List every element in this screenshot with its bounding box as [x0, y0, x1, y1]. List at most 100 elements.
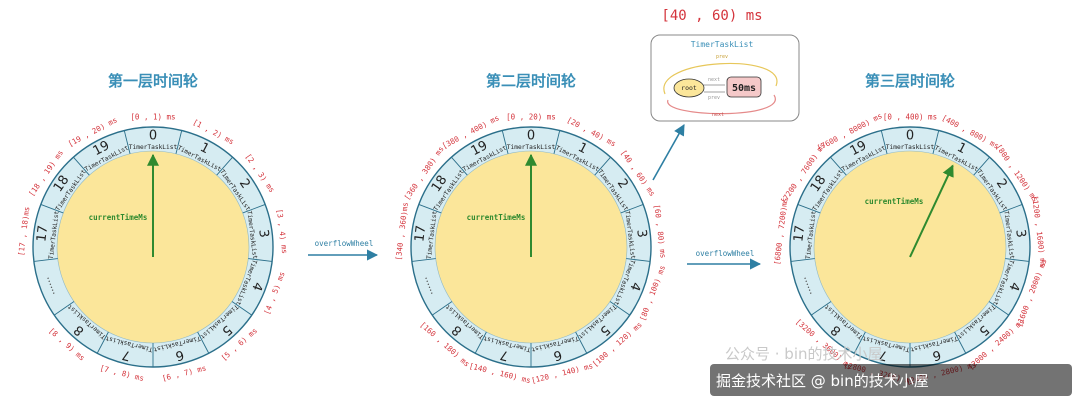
detail-box: [650, 34, 800, 122]
slot-range: [6800 , 7200)ms: [772, 197, 789, 265]
slot-task-list: TimerTaskList: [886, 144, 935, 151]
wheel-title: 第一层时间轮: [108, 72, 198, 90]
next-label: next: [708, 77, 720, 83]
slot-divider: [73, 156, 90, 176]
slot-divider: [216, 156, 233, 176]
slot-divider: [830, 156, 847, 176]
slot-divider: [33, 258, 58, 262]
slot-divider: [594, 156, 611, 176]
slot-divider: [797, 204, 821, 214]
slot-divider: [231, 301, 253, 316]
slot-divider: [932, 130, 940, 154]
slot-divider: [626, 258, 651, 262]
prev-label-inner: prev: [708, 95, 720, 101]
slot-number: 7: [499, 347, 511, 364]
prev-link: [663, 62, 778, 95]
current-time-hand: [909, 164, 954, 258]
overflow-label: overflowWheel: [315, 239, 374, 248]
slot-divider: [175, 130, 183, 154]
wheel-title: 第三层时间轮: [865, 72, 955, 90]
detail-arrow: [652, 124, 685, 181]
slot-divider: [40, 204, 64, 214]
slot-range: [0 , 1) ms: [130, 113, 175, 122]
slot-divider: [123, 130, 131, 154]
current-time-label: currentTimeMs: [865, 197, 924, 206]
slot-task-list: TimerTaskList: [507, 144, 556, 151]
current-time-label: currentTimeMs: [467, 213, 526, 222]
slot-divider: [620, 204, 644, 214]
overflow-arrow-1: overflowWheel: [308, 239, 379, 261]
slot-divider: [609, 301, 631, 316]
task-node-label: 50ms: [732, 83, 756, 94]
next-link: [667, 94, 776, 115]
root-label: root: [681, 84, 697, 92]
slot-divider: [451, 156, 468, 176]
slot-number: 3: [1012, 229, 1028, 239]
slot-task-list: TimerTaskList: [129, 144, 178, 151]
slot-divider: [553, 130, 561, 154]
slot-divider: [1005, 258, 1030, 262]
next-label-bottom: next: [712, 112, 724, 118]
watermark: 公众号 · bin的技术小屋 掘金技术社区 @ bin的技术小屋: [710, 345, 1072, 396]
slot-number: 0: [906, 129, 914, 144]
task-node: [726, 76, 762, 98]
slot-divider: [575, 331, 588, 354]
slot-range: [0 , 20) ms: [506, 113, 556, 122]
overflow-arrow-2: overflowWheel: [687, 249, 762, 270]
slot-divider: [53, 301, 75, 316]
slot-divider: [418, 204, 442, 214]
slot-number: 19: [91, 138, 113, 159]
slot-range: [60 , 80) ms: [652, 204, 667, 259]
detail-range: [40 , 60) ms: [661, 8, 762, 24]
slot-number: 17: [791, 225, 808, 243]
slot-number: 17: [34, 225, 51, 243]
slot-divider: [431, 301, 453, 316]
slot-number: 6: [174, 347, 186, 364]
slot-number: 3: [255, 229, 271, 239]
watermark-bg: [710, 364, 1072, 396]
overflow-label: overflowWheel: [696, 249, 755, 258]
watermark-line2: 掘金技术社区 @ bin的技术小屋: [716, 372, 929, 390]
watermark-line1: 公众号 · bin的技术小屋: [725, 345, 883, 363]
slot-number: 6: [552, 347, 564, 364]
slot-divider: [973, 156, 990, 176]
slot-divider: [197, 331, 210, 354]
slot-divider: [248, 258, 273, 262]
slot-range: [1200 , 1600) ms: [1030, 195, 1048, 268]
slot-divider: [96, 331, 109, 354]
wheel-face: [813, 150, 1007, 344]
slot-divider: [999, 204, 1023, 214]
slot-range: [340 , 360)ms: [394, 202, 410, 261]
wheel-title: 第二层时间轮: [486, 72, 576, 90]
slot-number: 6: [931, 347, 943, 364]
slot-number: 7: [878, 347, 890, 364]
slot-number: 17: [412, 225, 429, 243]
current-time-label: currentTimeMs: [89, 213, 148, 222]
slot-number: 0: [527, 129, 535, 144]
slot-divider: [954, 331, 967, 354]
slot-number: 19: [469, 138, 491, 159]
slot-divider: [790, 258, 815, 262]
slot-divider: [988, 301, 1010, 316]
slot-divider: [810, 301, 832, 316]
slot-range: [0 , 400) ms: [883, 113, 937, 122]
detail-box-title: TimerTaskList: [691, 40, 754, 49]
slot-divider: [501, 130, 509, 154]
slot-number: 19: [848, 138, 870, 159]
slot-divider: [474, 331, 487, 354]
slot-divider: [880, 130, 888, 154]
slot-divider: [853, 331, 866, 354]
slot-range: [3 , 4) ms: [275, 208, 289, 254]
slot-number: 7: [121, 347, 133, 364]
slot-divider: [242, 204, 266, 214]
slot-range: [17 , 18)ms: [16, 206, 31, 256]
timer-task-list-detail: [40 , 60) ms TimerTaskList prev next roo…: [650, 8, 800, 122]
prev-label: prev: [716, 54, 728, 60]
